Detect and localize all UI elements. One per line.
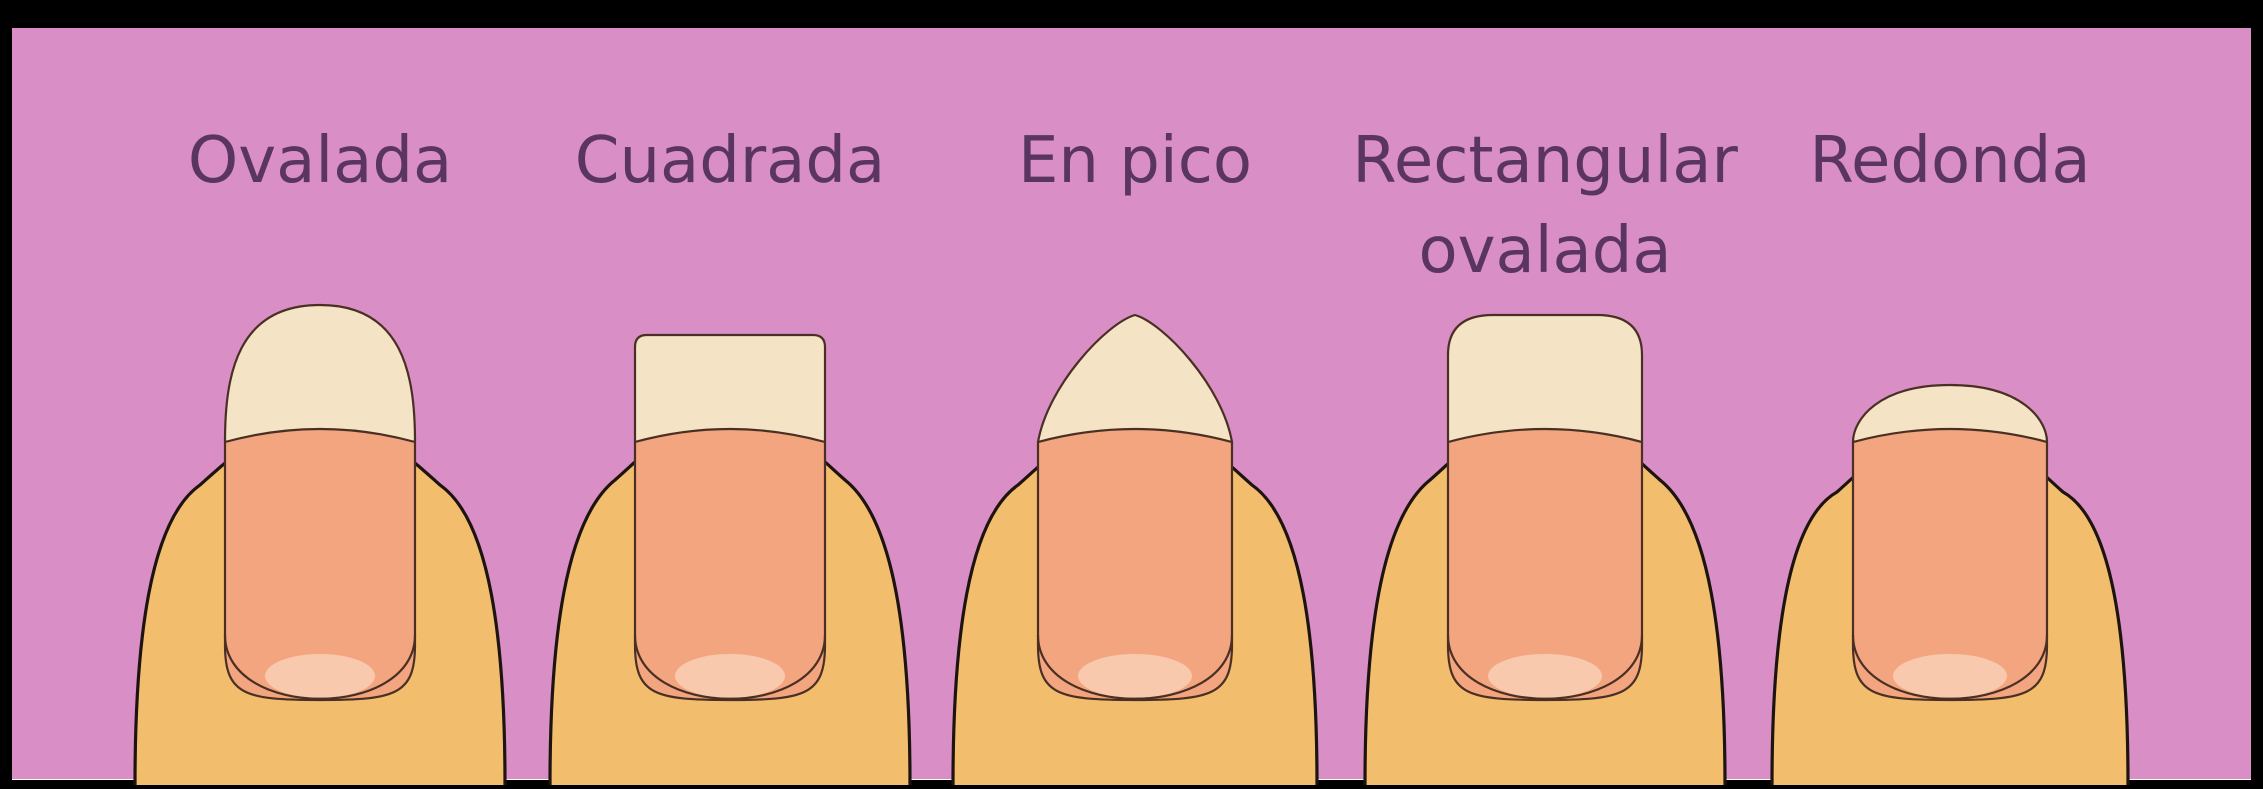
cuticle-line xyxy=(1036,634,1234,700)
lunula xyxy=(1078,654,1192,698)
cuticle-line xyxy=(1446,634,1644,700)
nail-tip xyxy=(223,303,417,444)
nail-bed xyxy=(1036,427,1234,702)
nail-label: En pico xyxy=(1018,124,1252,198)
frame-left-bar xyxy=(0,0,12,789)
cuticle-line xyxy=(223,634,417,700)
nail-bed xyxy=(633,427,827,702)
nail-cuadrada: Cuadrada xyxy=(548,124,912,786)
nail-rectangular-ovalada: Rectangular ovalada xyxy=(1352,124,1738,786)
frame-right-bar xyxy=(2251,0,2263,789)
nails-layer: Ovalada Cuadrada En pico Rectangular ovalada… xyxy=(133,124,2130,786)
nail-tip xyxy=(633,333,827,444)
lunula xyxy=(675,654,785,698)
nail-label: Ovalada xyxy=(188,124,452,198)
lunula xyxy=(265,654,375,698)
nail-label: Cuadrada xyxy=(575,124,885,198)
nail-label-line-2: ovalada xyxy=(1418,214,1671,288)
lunula xyxy=(1893,654,2007,698)
nail-tip xyxy=(1036,313,1234,444)
cuticle-line xyxy=(633,634,827,700)
frame-top-bar xyxy=(0,0,2263,28)
nail-label: Rectangular xyxy=(1352,124,1738,198)
nail-en-pico: En pico xyxy=(951,124,1319,786)
nail-redonda: Redonda xyxy=(1770,124,2130,786)
cuticle-line xyxy=(1851,634,2049,700)
lunula xyxy=(1488,654,1602,698)
nail-label: Redonda xyxy=(1809,124,2090,198)
nail-bed xyxy=(1851,427,2049,702)
nail-bed xyxy=(1446,427,1644,702)
nail-ovalada: Ovalada xyxy=(133,124,507,786)
nail-bed xyxy=(223,427,417,702)
nail-tip xyxy=(1851,383,2049,444)
nail-tip xyxy=(1446,313,1644,444)
